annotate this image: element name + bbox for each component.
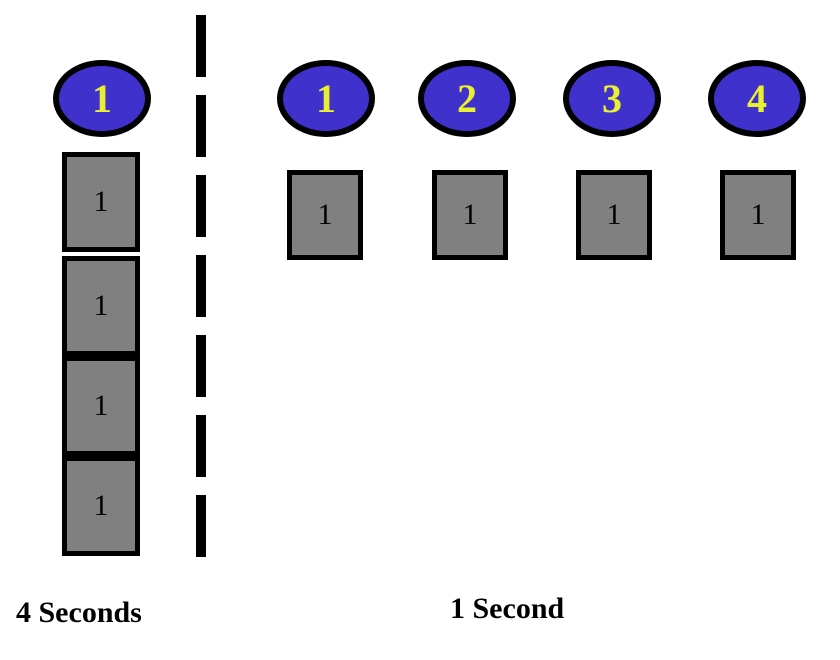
divider-dash	[196, 415, 206, 477]
right-node-3-label: 3	[602, 75, 622, 121]
right-box-1: 1	[287, 170, 363, 260]
right-box-4: 1	[720, 170, 796, 260]
divider-dash	[196, 175, 206, 237]
divider-dash	[196, 15, 206, 77]
right-node-2: 2	[418, 60, 516, 137]
left-stack-box-2-label: 1	[93, 289, 109, 322]
right-node-4: 4	[708, 60, 806, 137]
vertical-dashed-separator	[196, 15, 206, 577]
divider-dash	[196, 255, 206, 317]
right-node-4-label: 4	[747, 75, 767, 121]
left-stack-box-2: 1	[62, 256, 140, 356]
right-node-2-label: 2	[457, 75, 477, 121]
right-box-2: 1	[432, 170, 508, 260]
right-group-caption: 1 Second	[450, 592, 565, 625]
left-stack-box-3-label: 1	[93, 389, 109, 422]
divider-dash	[196, 495, 206, 557]
left-stack-box-1-label: 1	[93, 185, 109, 218]
right-box-1-label: 1	[317, 198, 333, 231]
right-box-3: 1	[576, 170, 652, 260]
divider-dash	[196, 335, 206, 397]
left-stack-box-4-label: 1	[93, 489, 109, 522]
right-box-2-label: 1	[462, 198, 478, 231]
left-node-1: 1	[53, 60, 151, 137]
right-node-3: 3	[563, 60, 661, 137]
divider-dash	[196, 95, 206, 157]
right-box-3-label: 1	[606, 198, 622, 231]
left-node-1-label: 1	[92, 75, 112, 121]
right-node-1-label: 1	[316, 75, 336, 121]
right-box-4-label: 1	[750, 198, 766, 231]
left-stack-box-4: 1	[62, 456, 140, 556]
left-group-caption: 4 Seconds	[16, 596, 142, 629]
left-stack-box-3: 1	[62, 356, 140, 456]
right-node-1: 1	[277, 60, 375, 137]
left-stack-box-1: 1	[62, 152, 140, 252]
